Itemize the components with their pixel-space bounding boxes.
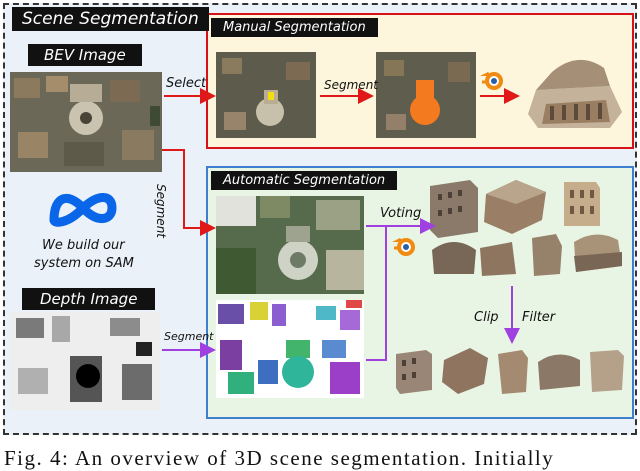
blender-icon [478,68,506,92]
automatic-segmentation-label: Automatic Segmentation [211,171,398,190]
scene-segmentation-label: Scene Segmentation [12,7,209,31]
filter-label: Filter [522,310,556,325]
automatic-segmented-image [216,300,364,398]
meta-logo-icon [46,186,120,230]
manual-segment-label: Segment [324,78,378,92]
manual-select-image [216,52,316,138]
depth-image-label: Depth Image [22,288,156,310]
bev-segment-label: Segment [154,184,168,238]
bev-image [10,72,162,172]
clip-label: Clip [474,310,499,325]
bev-image-label: BEV Image [28,44,142,66]
figure-caption: Fig. 4: An overview of 3D scene segmenta… [4,446,555,470]
building-model-row-bottom [392,342,632,402]
manual-segment-image [376,52,476,138]
bev-auto-arrow [162,149,216,236]
manual-segmentation-label: Manual Segmentation [211,18,378,37]
sam-note-line2: system on SAM [34,256,134,271]
sam-note-line1: We build our [42,238,125,253]
depth-segment-label: Segment [164,330,214,343]
voting-label: Voting [380,206,422,221]
voting-arrow [366,226,432,361]
select-label: Select [166,76,207,91]
blender-icon [390,234,418,258]
pantheon-3d-model [522,42,626,132]
depth-image [10,312,160,410]
automatic-bev-image [216,196,364,294]
